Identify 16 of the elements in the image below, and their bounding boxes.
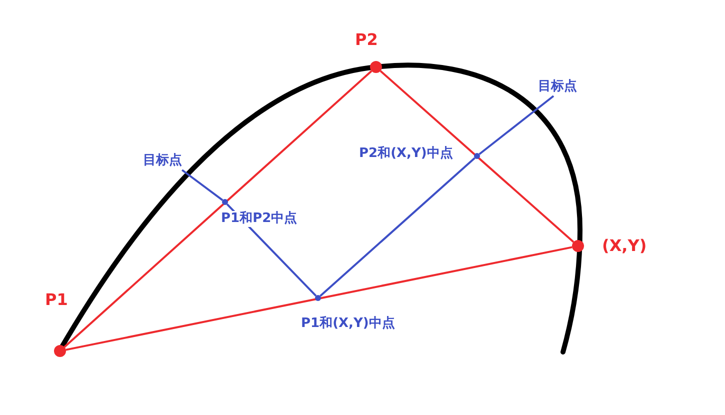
point-label: 目标点 [143,152,182,170]
point-marker [54,345,66,357]
point-marker [222,199,228,205]
point-label: (X,Y) [602,236,647,256]
line-segment [181,169,224,201]
line-segment [64,70,372,348]
line-segment [478,95,554,155]
line-segment [66,246,572,351]
point-label: P1和P2中点 [221,211,298,227]
point-label: P2和(X,Y)中点 [359,146,453,162]
point-label: 目标点 [538,78,577,96]
line-segment [380,70,574,243]
point-marker [370,61,382,73]
point-marker [572,240,584,252]
point-label: P1和(X,Y)中点 [301,316,395,332]
line-segment [320,157,476,297]
